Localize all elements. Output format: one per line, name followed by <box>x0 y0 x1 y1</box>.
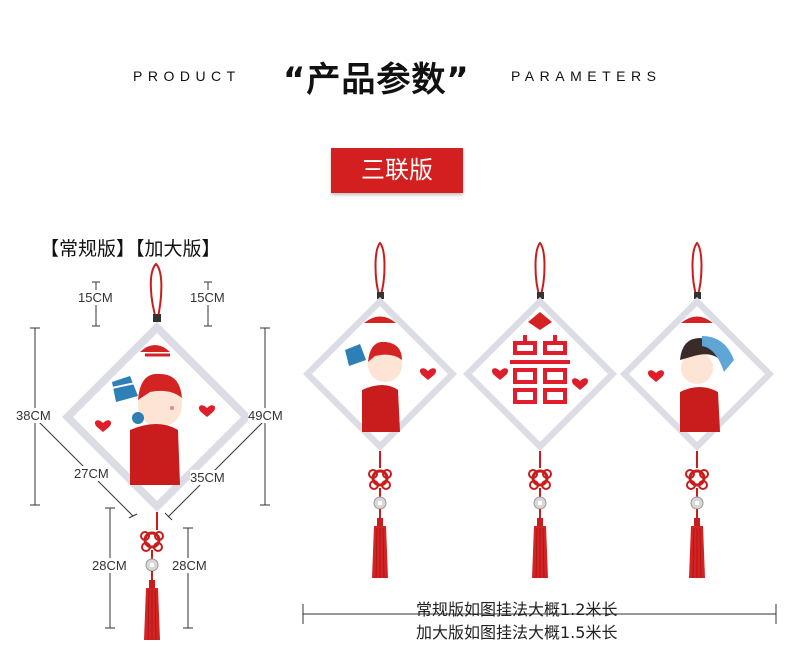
dimension-large-height: 49CM <box>248 408 283 423</box>
header-parameters-label: PARAMETERS <box>511 68 662 84</box>
dimension-large-top: 15CM <box>190 290 225 305</box>
dimension-regular-side: 27CM <box>74 466 109 481</box>
right-ornament-bride <box>620 241 774 580</box>
dimension-large-side: 35CM <box>190 470 225 485</box>
page-title: “产品参数” <box>283 60 470 100</box>
header-product-label: PRODUCT <box>133 68 241 84</box>
right-ornament-groom <box>303 241 457 580</box>
dimension-large-tassel: 28CM <box>172 558 207 573</box>
left-diamond-ornament <box>62 262 252 642</box>
right-ornament-double-happiness <box>463 241 617 580</box>
note-regular-length: 常规版如图挂法大概1.2米长 <box>416 600 618 619</box>
dimension-regular-top: 15CM <box>78 290 113 305</box>
note-large-length: 加大版如图挂法大概1.5米长 <box>416 623 618 642</box>
dimension-regular-height: 38CM <box>16 408 51 423</box>
dimension-regular-tassel: 28CM <box>92 558 127 573</box>
version-labels: 【常规版】【加大版】 <box>40 238 221 260</box>
triple-version-badge: 三联版 <box>331 148 463 193</box>
